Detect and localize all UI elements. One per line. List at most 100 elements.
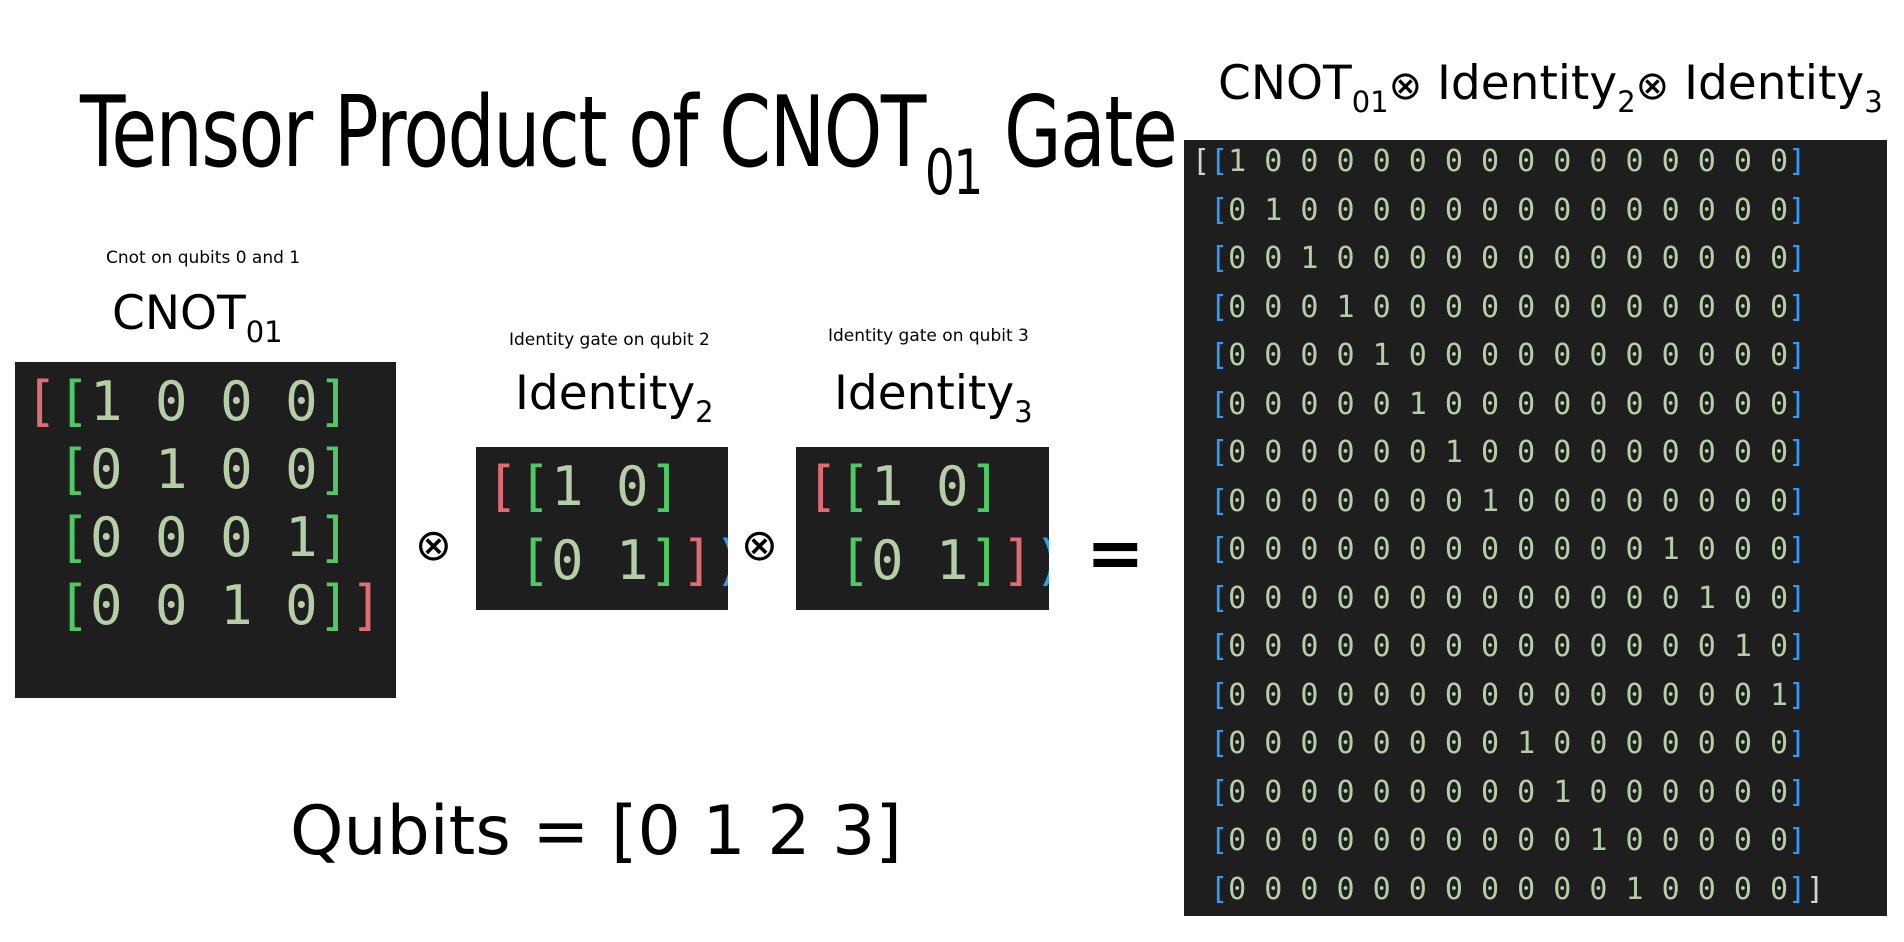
bracket: [ [1210, 289, 1229, 325]
matrix-values: 0 0 1 0 0 0 0 0 0 0 0 0 0 0 0 0 [1228, 241, 1789, 276]
matrix-row: [0 1]]) [806, 529, 1049, 592]
matrix-row: [0 0 0 0 0 0 0 0 0 1 0 0 0 0 0 0] [1192, 775, 1806, 810]
bracket: [ [1210, 241, 1229, 276]
matrix-values: 0 1 [551, 529, 649, 592]
matrix-row: [0 0 0 0 0 0 0 0 0 0 0 0 0 1 0 0] [1192, 581, 1806, 616]
matrix-row: [0 0 0 0 0 0 0 0 0 0 0 1 0 0 0 0]] [1192, 872, 1824, 907]
bracket: [ [1210, 338, 1229, 373]
matrix-row: [0 0 0 0 0 1 0 0 0 0 0 0 0 0 0 0] [1192, 387, 1806, 422]
cnot-caption: Cnot on qubits 0 and 1 [106, 248, 301, 268]
matrix-values: 0 0 0 0 0 0 1 0 0 0 0 0 0 0 0 0 [1228, 435, 1789, 470]
bracket: [ [57, 574, 91, 637]
result-title: CNOT01⊗ Identity2⊗ Identity3 [1218, 56, 1883, 120]
tensor-symbol: ⊗ [1635, 63, 1670, 109]
matrix-row: [[1 0 0 0] [25, 370, 350, 433]
matrix-values: 0 0 0 0 0 0 0 0 0 1 0 0 0 0 0 0 [1228, 774, 1789, 810]
qubits-list: Qubits = [0 1 2 3] [290, 792, 902, 871]
bracket: ] [648, 529, 682, 592]
identity2-caption: Identity gate on qubit 2 [509, 330, 710, 350]
bracket: ] [1788, 629, 1807, 664]
matrix-row: [[1 0 0 0 0 0 0 0 0 0 0 0 0 0 0 0] [1192, 144, 1806, 179]
bracket: ] [1001, 529, 1034, 592]
bracket: ] [1788, 774, 1807, 810]
tensor-symbol: ⊗ [1388, 63, 1423, 109]
bracket: ] [1788, 726, 1807, 761]
bracket: ] [968, 455, 1002, 518]
bracket: ] [681, 529, 714, 592]
matrix-row: [0 0 1 0 0 0 0 0 0 0 0 0 0 0 0 0] [1192, 241, 1806, 276]
identity3-matrix: [[1 0] [0 1]]) [796, 447, 1049, 610]
matrix-values: 0 1 [871, 529, 969, 592]
matrix-values: 0 0 0 0 0 0 0 0 0 0 0 0 0 1 0 0 [1228, 580, 1789, 616]
bracket: [ [518, 455, 552, 518]
bracket: [ [1210, 483, 1229, 519]
bracket: [ [1210, 823, 1229, 858]
matrix-values: 0 0 0 0 0 0 0 0 1 0 0 0 0 0 0 0 [1228, 726, 1789, 761]
matrix-values: 0 0 0 0 0 1 0 0 0 0 0 0 0 0 0 0 [1228, 386, 1789, 422]
tensor-operator-1: ⊗ [415, 520, 452, 571]
matrix-values: 0 1 0 0 [90, 438, 318, 501]
bracket: ] [1806, 871, 1825, 907]
bracket: ] [317, 438, 351, 501]
bracket: ] [1788, 532, 1807, 567]
bracket: ] [317, 574, 351, 637]
bracket: ] [1788, 289, 1807, 325]
result-matrix: [[1 0 0 0 0 0 0 0 0 0 0 0 0 0 0 0] [0 1 … [1184, 140, 1887, 916]
bracket: [ [57, 438, 91, 501]
page-title: Tensor Product of CNOT01 Gate [80, 76, 1178, 209]
bracket: ] [1788, 386, 1807, 422]
bracket: [ [57, 506, 91, 569]
matrix-values: 0 0 0 0 0 0 0 0 0 0 1 0 0 0 0 0 [1228, 823, 1789, 858]
matrix-values: 0 0 0 0 1 0 0 0 0 0 0 0 0 0 0 0 [1228, 338, 1789, 373]
bracket: ] [1788, 483, 1807, 519]
matrix-values: 1 0 0 0 [90, 370, 318, 433]
bracket: [ [806, 455, 839, 518]
bracket: [ [1210, 871, 1229, 907]
bracket: [ [1210, 144, 1229, 179]
identity3-caption: Identity gate on qubit 3 [828, 326, 1029, 346]
bracket: ] [1788, 580, 1807, 616]
matrix-row: [0 0 0 1 0 0 0 0 0 0 0 0 0 0 0 0] [1192, 290, 1806, 325]
identity2-matrix: [[1 0] [0 1]]) [476, 447, 728, 610]
matrix-row: [0 1 0 0 0 0 0 0 0 0 0 0 0 0 0 0] [1192, 193, 1806, 228]
bracket: [ [1210, 629, 1229, 664]
matrix-values: 0 0 0 0 0 0 0 0 0 0 0 0 1 0 0 0 [1228, 532, 1789, 567]
matrix-row: [0 1]]) [486, 529, 728, 592]
bracket: [ [1210, 386, 1229, 422]
bracket: ] [1788, 677, 1807, 713]
bracket: [ [1210, 435, 1229, 470]
bracket: ] [317, 506, 351, 569]
matrix-values: 0 1 0 0 0 0 0 0 0 0 0 0 0 0 0 0 [1228, 192, 1789, 228]
matrix-row: [[1 0] [486, 455, 681, 518]
bracket: [ [57, 370, 91, 433]
bracket: [ [1210, 580, 1229, 616]
matrix-values: 0 0 0 0 0 0 0 1 0 0 0 0 0 0 0 0 [1228, 483, 1789, 519]
bracket: [ [1210, 677, 1229, 713]
cnot-matrix: [[1 0 0 0] [0 1 0 0] [0 0 0 1] [0 0 1 0]… [15, 362, 396, 698]
bracket: ] [1788, 144, 1807, 179]
matrix-row: [0 0 0 0 0 0 0 0 0 0 0 0 0 0 0 1] [1192, 678, 1806, 713]
bracket: ] [1788, 338, 1807, 373]
matrix-row: [0 0 0 0 0 0 0 0 1 0 0 0 0 0 0 0] [1192, 726, 1806, 761]
matrix-values: 0 0 0 0 0 0 0 0 0 0 0 0 0 0 0 1 [1228, 677, 1789, 713]
bracket: [ [1192, 144, 1211, 179]
matrix-row: [0 0 0 0 0 0 0 0 0 0 0 0 1 0 0 0] [1192, 532, 1806, 567]
bracket: [ [1210, 532, 1229, 567]
bracket: [ [838, 529, 872, 592]
matrix-row: [0 1 0 0] [25, 438, 351, 501]
bracket: ] [1788, 192, 1807, 228]
matrix-values: 0 0 1 0 [90, 574, 318, 637]
matrix-row: [[1 0] [806, 455, 1001, 518]
bracket: ] [1788, 823, 1807, 858]
matrix-values: 1 0 [871, 455, 969, 518]
bracket: ] [317, 370, 351, 433]
identity3-label: Identity3 [834, 366, 1033, 430]
matrix-row: [0 0 0 0 0 0 0 1 0 0 0 0 0 0 0 0] [1192, 484, 1806, 519]
matrix-values: 1 0 0 0 0 0 0 0 0 0 0 0 0 0 0 0 [1228, 144, 1789, 179]
matrix-values: 0 0 0 0 0 0 0 0 0 0 0 0 0 0 1 0 [1228, 629, 1789, 664]
bracket: [ [486, 455, 519, 518]
bracket: ] [350, 574, 383, 637]
bracket: [ [1210, 192, 1229, 228]
matrix-values: 1 0 [551, 455, 649, 518]
bracket: ] [1788, 241, 1807, 276]
